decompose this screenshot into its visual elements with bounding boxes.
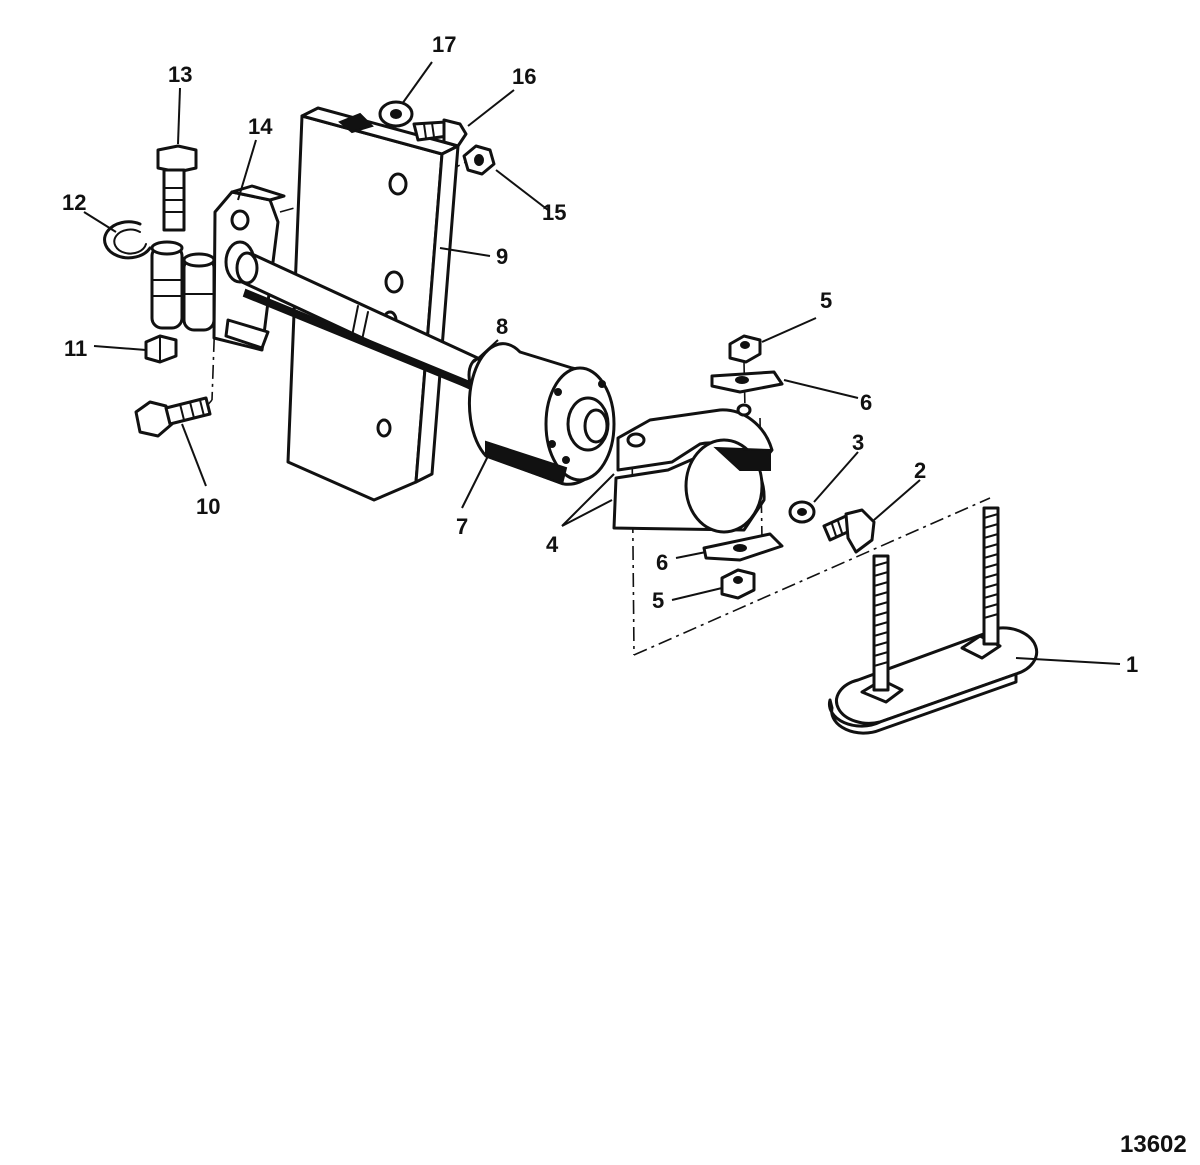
callout-5-bottom: 5: [652, 588, 664, 613]
hinge-barrels: [150, 240, 216, 332]
flat-washer: [788, 500, 816, 524]
stud-threads: [873, 513, 999, 667]
snap-ring: [103, 220, 152, 260]
figure-number: 13602: [1120, 1131, 1187, 1158]
callout-12: 12: [62, 190, 86, 215]
rubber-mount: [467, 342, 616, 486]
callout-16: 16: [512, 64, 536, 89]
callout-13: 13: [168, 62, 192, 87]
hinge-nut: [144, 334, 178, 364]
callout-2: 2: [914, 458, 926, 483]
base-plate-with-studs: [827, 506, 1039, 735]
callout-3: 3: [852, 430, 864, 455]
callout-11: 11: [64, 336, 87, 361]
callout-15: 15: [542, 200, 566, 225]
callout-5-top: 5: [820, 288, 832, 313]
top-fasteners: [378, 100, 496, 176]
clip-plates: [702, 370, 784, 562]
callout-6-top: 6: [860, 390, 872, 415]
callout-8: 8: [496, 314, 508, 339]
mounting-bolt: [134, 396, 212, 438]
callout-4: 4: [546, 532, 559, 557]
callout-17: 17: [432, 32, 456, 57]
clamp-nuts: [720, 334, 762, 600]
leader-lines: [83, 61, 1121, 665]
hinge-bolt: [156, 144, 198, 232]
callout-9: 9: [496, 244, 508, 269]
callout-7: 7: [456, 514, 468, 539]
callout-10: 10: [196, 494, 220, 519]
clamp-bolt: [822, 508, 876, 554]
callout-6-bottom: 6: [656, 550, 668, 575]
callout-14: 14: [248, 114, 273, 139]
mount-clamp: [612, 403, 774, 534]
callout-labels: 1 2 3 4 5 5 6 6 7 8 9 10 11 12 13 14 15 …: [62, 32, 1138, 677]
callout-1: 1: [1126, 652, 1138, 677]
